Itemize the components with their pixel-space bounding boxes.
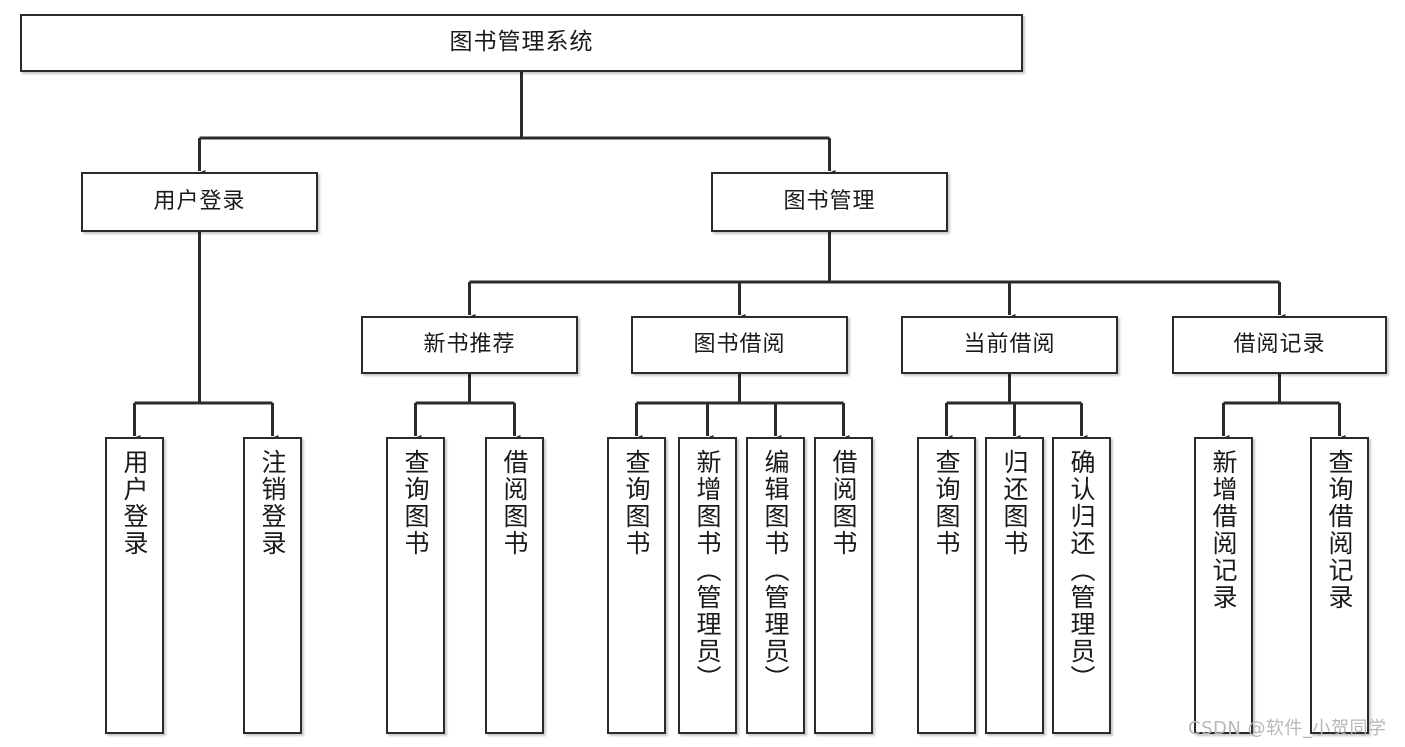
- node-label: 新增借阅记录: [1209, 449, 1238, 611]
- node-label: 注销登录: [258, 449, 287, 557]
- node-label: 借阅图书: [500, 449, 529, 557]
- node-leaf-edit-book[interactable]: 编辑图书（管理员）: [746, 437, 805, 734]
- node-leaf-add-record[interactable]: 新增借阅记录: [1194, 437, 1253, 734]
- node-label: 当前借阅: [963, 331, 1056, 357]
- node-label: 图书借阅: [693, 331, 786, 357]
- node-label: 编辑图书（管理员）: [761, 449, 790, 692]
- node-label: 查询图书: [622, 449, 651, 557]
- node-label: 新增图书（管理员）: [693, 449, 722, 692]
- node-label: 新书推荐: [423, 331, 516, 357]
- node-user-login[interactable]: 用户登录: [81, 172, 318, 232]
- node-label: 确认归还（管理员）: [1067, 449, 1096, 692]
- node-book-borrow[interactable]: 图书借阅: [631, 316, 848, 374]
- node-label: 借阅记录: [1233, 331, 1326, 357]
- node-label: 用户登录: [120, 449, 149, 557]
- node-label: 归还图书: [1000, 449, 1029, 557]
- node-label: 图书管理: [783, 188, 876, 214]
- csdn-watermark: CSDN @软件_小贺同学: [1188, 718, 1387, 739]
- node-leaf-borrow-book-2[interactable]: 借阅图书: [814, 437, 873, 734]
- node-label: 查询图书: [401, 449, 430, 557]
- node-label: 用户登录: [153, 188, 246, 214]
- node-book-mgmt[interactable]: 图书管理: [711, 172, 948, 232]
- node-label: 图书管理系统: [449, 29, 594, 56]
- node-root[interactable]: 图书管理系统: [20, 14, 1023, 72]
- node-leaf-query-record[interactable]: 查询借阅记录: [1310, 437, 1369, 734]
- node-leaf-query-book-2[interactable]: 查询图书: [607, 437, 666, 734]
- node-leaf-add-book[interactable]: 新增图书（管理员）: [678, 437, 737, 734]
- node-borrow-record[interactable]: 借阅记录: [1172, 316, 1387, 374]
- node-leaf-user-logout[interactable]: 注销登录: [243, 437, 302, 734]
- node-label: 查询图书: [932, 449, 961, 557]
- node-new-book-rec[interactable]: 新书推荐: [361, 316, 578, 374]
- node-current-borrow[interactable]: 当前借阅: [901, 316, 1118, 374]
- node-leaf-query-book-3[interactable]: 查询图书: [917, 437, 976, 734]
- node-label: 查询借阅记录: [1325, 449, 1354, 611]
- node-label: 借阅图书: [829, 449, 858, 557]
- node-leaf-confirm-return[interactable]: 确认归还（管理员）: [1052, 437, 1111, 734]
- node-leaf-borrow-book-1[interactable]: 借阅图书: [485, 437, 544, 734]
- node-leaf-user-login[interactable]: 用户登录: [105, 437, 164, 734]
- node-leaf-query-book-1[interactable]: 查询图书: [386, 437, 445, 734]
- node-leaf-return-book[interactable]: 归还图书: [985, 437, 1044, 734]
